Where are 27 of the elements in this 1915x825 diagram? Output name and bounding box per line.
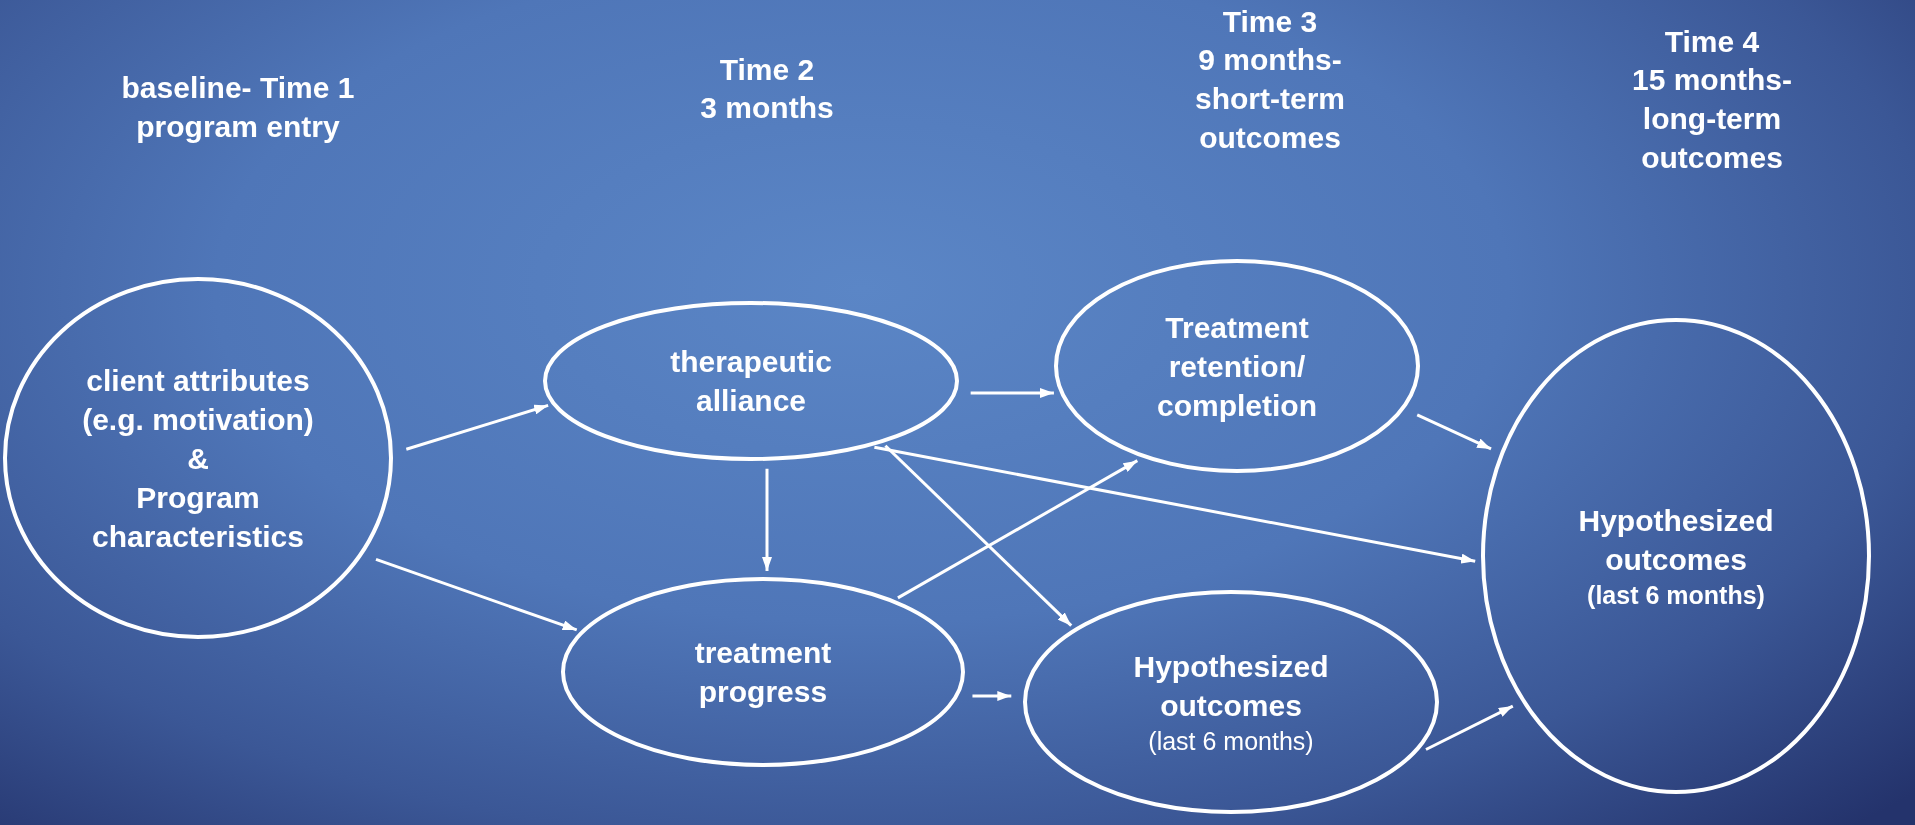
arrow	[1416, 413, 1492, 451]
arrow	[762, 468, 772, 571]
time-heading: Time 4	[1663, 24, 1761, 60]
time-heading: 15 months- long-term outcomes	[1631, 62, 1793, 176]
arrow	[972, 691, 1012, 701]
time-heading: 9 months- short-term outcomes	[1194, 42, 1346, 156]
arrow	[1425, 704, 1514, 751]
arrow	[970, 388, 1054, 398]
node-label: therapeutic alliance	[669, 344, 833, 419]
arrow	[375, 557, 578, 632]
node-label: &	[186, 440, 210, 477]
time-heading: Time 2	[718, 52, 816, 88]
node-label: Hypothesized outcomes	[1577, 502, 1775, 578]
time-heading: 3 months	[699, 90, 835, 126]
node-label: Hypothesized outcomes	[1132, 648, 1330, 724]
arrow	[884, 444, 1073, 627]
node-label: Treatment retention/ completion	[1156, 309, 1318, 424]
node-label: (last 6 months)	[1147, 725, 1315, 757]
time-heading: baseline- Time 1 program entry	[120, 70, 356, 145]
time-heading: Time 3	[1221, 4, 1319, 40]
arrow	[874, 445, 1476, 564]
arrow	[405, 403, 549, 451]
node-label: Program characteristics	[91, 479, 305, 555]
arrow	[897, 459, 1139, 600]
node-label: (last 6 months)	[1586, 579, 1766, 611]
node-label: client attributes (e.g. motivation)	[81, 362, 315, 438]
node-label: treatment progress	[693, 635, 833, 710]
